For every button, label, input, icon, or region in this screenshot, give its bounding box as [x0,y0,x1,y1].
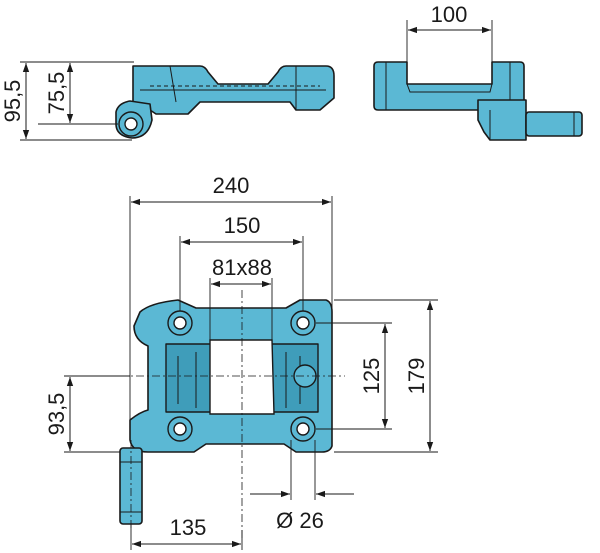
bolt-hole-bottom-right [290,416,316,442]
bolt-hole-top-right [290,310,316,336]
end-view-pin [525,111,583,137]
dim-pin-height: 93,5 [44,393,69,436]
end-view: 100 [373,2,583,141]
dim-hole-spacing-y: 125 [359,358,384,395]
bolt-hole-bottom-left [167,416,193,442]
dim-side-height-total: 95,5 [0,80,25,123]
dim-pin-offset: 135 [170,515,207,540]
dim-end-width: 100 [431,2,468,27]
dim-side-height-partial: 75,5 [44,72,69,115]
end-view-hanger [477,99,527,141]
dim-hole-spacing-x: 150 [224,213,261,238]
side-view: 95,5 75,5 [0,61,335,141]
dim-window-size: 81x88 [212,255,272,280]
end-view-body [373,61,525,111]
dim-overall-height: 179 [404,358,429,395]
plan-view: 240 150 81x88 125 179 93,5 135 [44,173,438,550]
dim-overall-width: 240 [213,173,250,198]
dim-hole-diameter: Ø 26 [276,508,324,533]
bolt-hole-top-left [167,310,193,336]
